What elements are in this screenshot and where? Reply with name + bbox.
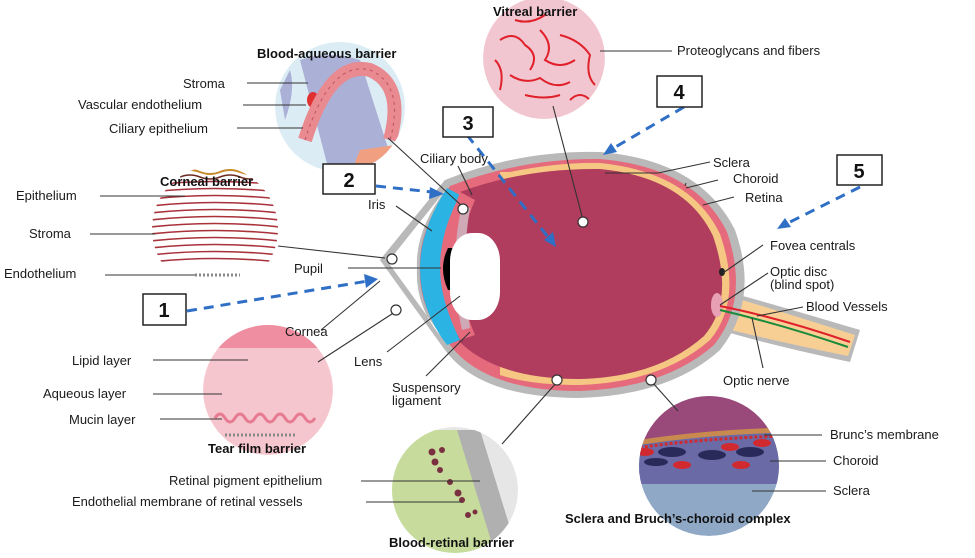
label-rpe: Retinal pigment epithelium xyxy=(169,473,322,488)
label-ciliary-epithelium: Ciliary epithelium xyxy=(109,121,208,136)
label-sb-sclera: Sclera xyxy=(833,483,871,498)
label-corneal-epithelium: Epithelium xyxy=(16,188,77,203)
arrow-2-head xyxy=(429,187,444,199)
label-lens: Lens xyxy=(354,354,383,369)
label-iris: Iris xyxy=(368,197,386,212)
label-blood-vessels: Blood Vessels xyxy=(806,299,888,314)
leader-lines xyxy=(90,50,826,503)
sclera-bruch-inset xyxy=(639,396,779,536)
optic-nerve xyxy=(715,292,855,356)
title-tear-film: Tear film barrier xyxy=(208,441,306,456)
blood-aqueous-inset xyxy=(275,42,405,172)
optic-disc xyxy=(711,293,723,317)
label-suspensory: Suspensory xyxy=(392,380,461,395)
number-4: 4 xyxy=(673,82,685,104)
arrow-4-head xyxy=(603,143,617,155)
vitreal-inset xyxy=(483,0,605,119)
number-1: 1 xyxy=(158,300,169,322)
label-choroid: Choroid xyxy=(733,171,779,186)
label-vascular-endothelium: Vascular endothelium xyxy=(78,97,202,112)
label-ligament: ligament xyxy=(392,393,442,408)
arrow-5 xyxy=(785,185,861,226)
label-ciliary-body: Ciliary body xyxy=(420,151,488,166)
lens xyxy=(450,233,500,320)
label-corneal-endothelium: Endothelium xyxy=(4,266,76,281)
label-fovea: Fovea centrals xyxy=(770,238,856,253)
number-box-5: 5 xyxy=(836,154,883,186)
eyeball xyxy=(380,151,860,398)
title-blood-aqueous: Blood-aqueous barrier xyxy=(257,46,396,61)
label-aqueous-layer: Aqueous layer xyxy=(43,386,127,401)
label-endothelial-membrane: Endothelial membrane of retinal vessels xyxy=(72,494,303,509)
arrow-3 xyxy=(465,134,550,238)
arrow-5-head xyxy=(777,218,791,229)
blood-vessel-red xyxy=(719,305,851,343)
tear-film-inset xyxy=(203,325,333,455)
number-2: 2 xyxy=(343,170,354,192)
fovea xyxy=(719,268,725,276)
arrow-3-head xyxy=(544,232,556,247)
arrow-4 xyxy=(611,105,685,151)
label-ba-stroma: Stroma xyxy=(183,76,226,91)
label-sb-choroid: Choroid xyxy=(833,453,879,468)
label-corneal-stroma: Stroma xyxy=(29,226,72,241)
label-cornea: Cornea xyxy=(285,324,328,339)
number-3: 3 xyxy=(462,113,473,135)
callout-rings xyxy=(386,203,657,386)
title-vitreal: Vitreal barrier xyxy=(493,4,577,19)
label-mucin-layer: Mucin layer xyxy=(69,412,136,427)
label-lipid-layer: Lipid layer xyxy=(72,353,132,368)
label-proteoglycans: Proteoglycans and fibers xyxy=(677,43,821,58)
label-retina: Retina xyxy=(745,190,783,205)
title-corneal: Corneal barrier xyxy=(160,174,253,189)
blood-retinal-inset xyxy=(392,427,518,553)
number-box-4: 4 xyxy=(656,75,703,108)
cornea-inner xyxy=(388,188,447,342)
number-box-3: 3 xyxy=(442,106,494,138)
arrow-1 xyxy=(186,279,369,313)
title-blood-retinal: Blood-retinal barrier xyxy=(389,535,514,550)
labels: Stroma Vascular endothelium Ciliary epit… xyxy=(4,43,939,509)
vitreous-body xyxy=(458,168,723,379)
label-optic-nerve: Optic nerve xyxy=(723,373,789,388)
label-sclera: Sclera xyxy=(713,155,751,170)
label-optic-disc: Optic disc xyxy=(770,264,828,279)
title-sclera-bruch: Sclera and Bruch’s-choroid complex xyxy=(565,511,791,526)
number-5: 5 xyxy=(853,161,864,183)
label-pupil: Pupil xyxy=(294,261,323,276)
number-box-1: 1 xyxy=(142,293,187,326)
arrow-2 xyxy=(375,184,433,194)
barrier-arrows xyxy=(186,105,861,313)
iris xyxy=(420,188,460,345)
blood-vessel-green xyxy=(719,309,849,348)
label-blind-spot: (blind spot) xyxy=(770,277,834,292)
number-box-2: 2 xyxy=(322,163,376,195)
label-brunc-membrane: Brunc’s membrane xyxy=(830,427,939,442)
arrow-1-head xyxy=(364,274,378,288)
